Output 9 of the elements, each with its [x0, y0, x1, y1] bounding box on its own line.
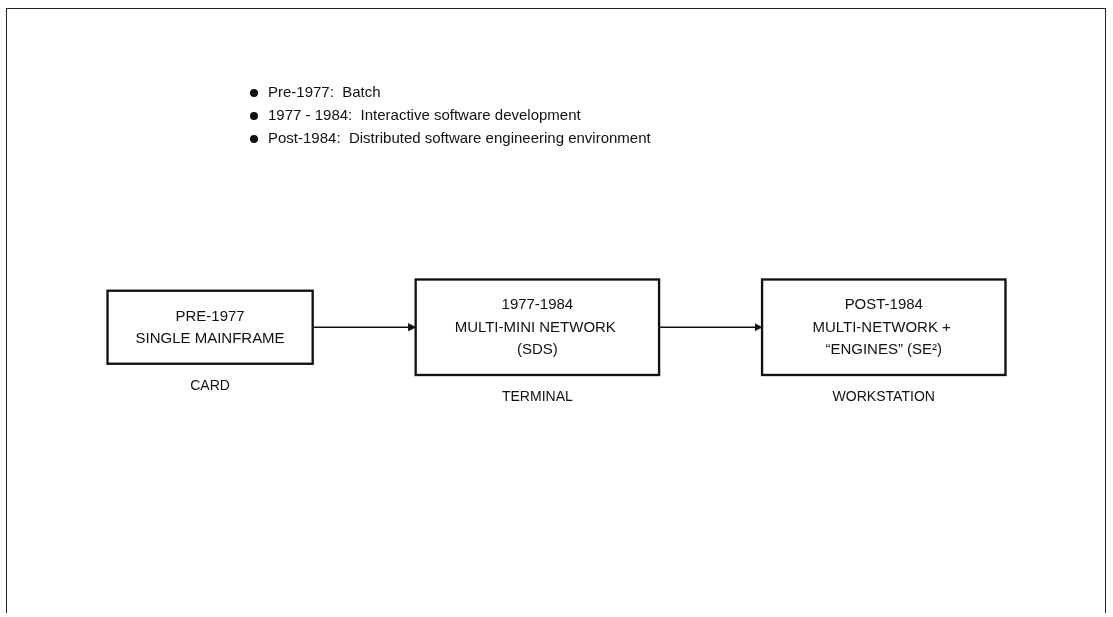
node-box: 1977-1984 MULTI-MINI NETWORK (SDS)	[414, 277, 661, 376]
node-caption: TERMINAL	[501, 387, 573, 404]
node-caption: CARD	[190, 376, 230, 393]
node-box: POST-1984 MULTI-NETWORK + “ENGINES” (SE²)	[760, 277, 1007, 376]
node-caption: WORKSTATION	[832, 387, 935, 404]
node-box: PRE-1977 SINGLE MAINFRAME	[106, 289, 314, 365]
bullet-text: 1977 - 1984: Interactive software development	[250, 103, 651, 126]
bullet-text: Post-1984: Distributed software engineering environment	[250, 126, 651, 149]
bullet-text: Pre-1977: Batch	[250, 80, 651, 103]
